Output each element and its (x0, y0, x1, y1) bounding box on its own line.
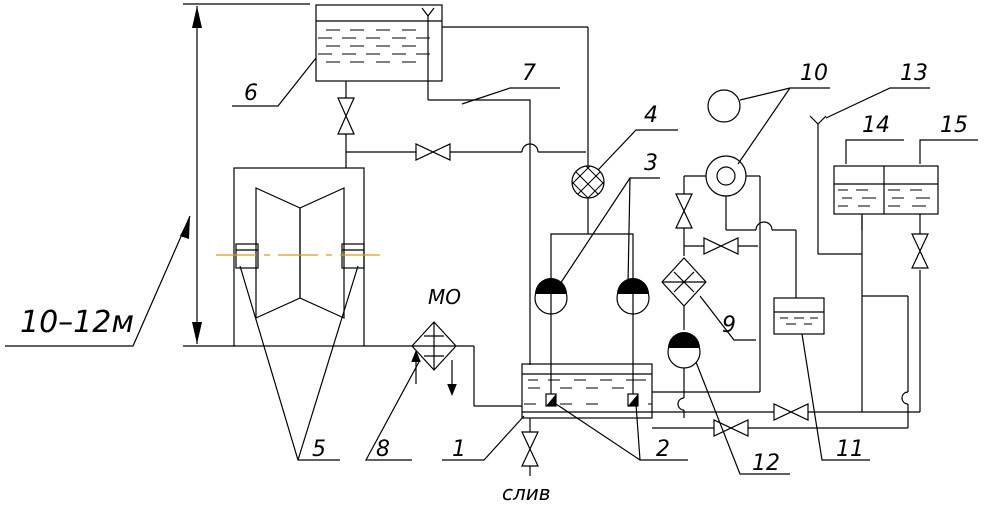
label-10: 10 (800, 61, 828, 86)
bypass-pipe (346, 143, 586, 161)
label-4: 4 (644, 103, 658, 128)
pump-12: 12 (667, 332, 790, 476)
bottom-pipes (652, 216, 921, 437)
tank-11: 11 (773, 297, 870, 462)
head-tank-6 (315, 4, 443, 100)
turbine-unit-5 (216, 167, 412, 347)
label-11: 11 (836, 437, 864, 462)
leader-7: 7 (461, 61, 560, 105)
leader-6: 6 (232, 57, 317, 107)
filter-4: 4 (571, 103, 678, 234)
main-oil-tank-1 (521, 363, 653, 419)
label-height: 10–12м (20, 305, 134, 340)
leader-2: 2 (555, 403, 688, 462)
drain-valve: слив (502, 418, 551, 505)
label-15: 15 (940, 113, 968, 138)
generator-10: 10 (684, 61, 830, 230)
leader-8: 8 (364, 359, 421, 462)
label-9: 9 (722, 313, 736, 338)
label-7: 7 (522, 61, 536, 86)
funnel-13: 13 (809, 61, 930, 255)
leader-1: 1 (442, 415, 525, 462)
label-drain: слив (502, 481, 551, 505)
label-mo: МО (428, 285, 461, 309)
label-14: 14 (862, 113, 890, 138)
label-12: 12 (752, 451, 780, 476)
label-1: 1 (452, 437, 466, 462)
label-6: 6 (244, 81, 258, 106)
tanks-14-15: 14 15 (833, 113, 978, 269)
label-5: 5 (312, 437, 326, 462)
oil-cooler-8: МО (411, 285, 522, 407)
label-13: 13 (900, 61, 928, 86)
label-2: 2 (656, 437, 670, 462)
label-3: 3 (644, 151, 658, 176)
label-8: 8 (376, 437, 390, 462)
pumps-3: 3 (534, 151, 660, 364)
pipe-overflow (428, 26, 589, 365)
filter-9-circuit: 9 (652, 176, 797, 393)
leader-5: 5 (239, 265, 359, 462)
pipe-tank6-to-turbine (337, 81, 355, 168)
height-dimension (5, 3, 310, 347)
